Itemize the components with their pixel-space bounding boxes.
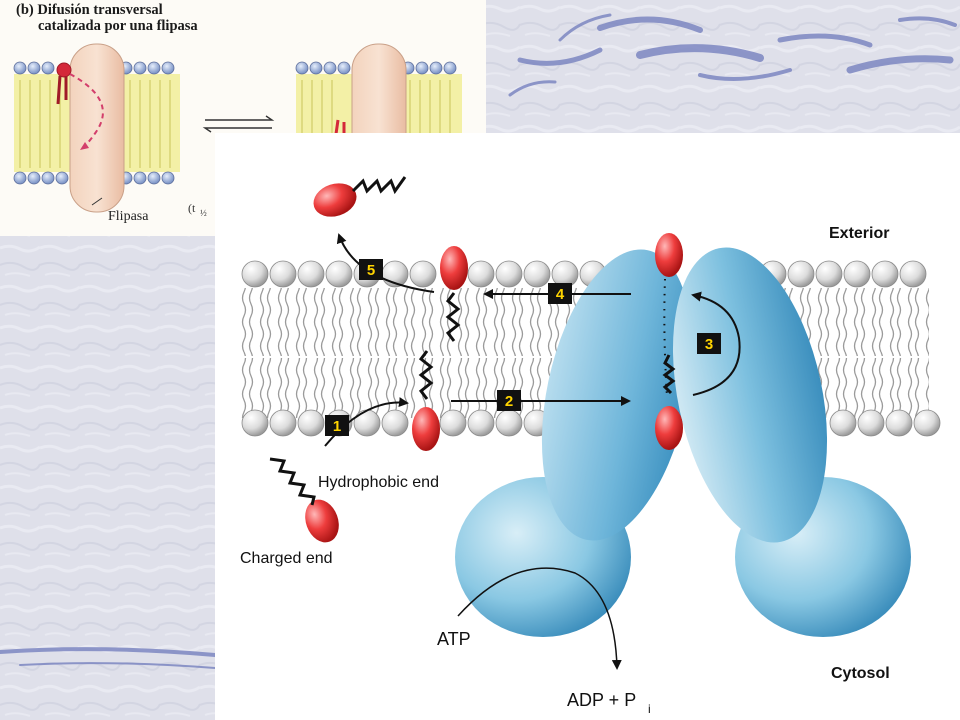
step-box-5: 5 bbox=[359, 259, 383, 280]
inset-title-line2: catalizada por una flipasa bbox=[38, 18, 198, 34]
inset-red-lipid bbox=[56, 62, 72, 105]
lipid-head-in-protein-top bbox=[655, 233, 683, 277]
decorative-swirls bbox=[0, 13, 957, 669]
atp-label: ATP bbox=[437, 629, 471, 649]
inset-title-line1: (b) Difusión transversal bbox=[16, 2, 163, 18]
step-box-2: 2 bbox=[497, 390, 521, 411]
svg-text:3: 3 bbox=[705, 336, 713, 353]
exterior-label: Exterior bbox=[829, 225, 889, 242]
cytosol-label: Cytosol bbox=[831, 665, 890, 682]
lipid-head-released bbox=[313, 183, 357, 217]
lipid-head-in-protein-bottom bbox=[655, 406, 683, 450]
inset-lipid-heads-left bbox=[13, 61, 175, 185]
adp-subscript: i bbox=[648, 702, 651, 716]
lipid-head-step4 bbox=[440, 246, 468, 290]
lipid-tail-step4 bbox=[445, 292, 461, 342]
hydrophobic-end-label: Hydrophobic end bbox=[318, 474, 439, 491]
inset-partial-label: (t bbox=[188, 201, 196, 215]
inset-title: (b) Difusión transversal catalizada por … bbox=[16, 2, 198, 34]
arrow-step1 bbox=[324, 397, 409, 447]
transmembrane-domain-left bbox=[541, 249, 693, 541]
lipid-tail-step1 bbox=[418, 350, 434, 400]
lipid-head-step1 bbox=[412, 407, 440, 451]
svg-text:5: 5 bbox=[367, 262, 375, 279]
arrow-step3 bbox=[691, 291, 741, 396]
svg-text:4: 4 bbox=[556, 286, 565, 303]
lipid-head-free bbox=[305, 499, 339, 543]
svg-text:2: 2 bbox=[505, 393, 513, 410]
svg-text:1: 1 bbox=[333, 418, 341, 435]
inset-flipase-label: Flipasa bbox=[108, 209, 149, 224]
flippase-diagram: 1 2 3 4 5 Exterior Cytosol Hydrophobic e… bbox=[215, 133, 960, 720]
adp-label: ADP + P bbox=[567, 690, 636, 710]
lipid-tail-free bbox=[269, 457, 316, 506]
transmembrane-domain-right bbox=[672, 247, 828, 543]
charged-end-label: Charged end bbox=[240, 550, 333, 567]
inset-flipase-protein bbox=[69, 43, 125, 213]
lipid-tail-released bbox=[351, 176, 407, 195]
step-box-4: 4 bbox=[548, 283, 572, 304]
inset-equilibrium-arrows bbox=[202, 115, 275, 133]
lipid-heads-outer-leaflet bbox=[241, 260, 927, 288]
arrow-atp-hydrolysis bbox=[457, 567, 622, 670]
step-box-3: 3 bbox=[697, 333, 721, 354]
inset-partial-sub: ½ bbox=[200, 208, 207, 218]
lipid-tail-in-protein bbox=[662, 354, 676, 395]
step-box-1: 1 bbox=[325, 415, 349, 436]
